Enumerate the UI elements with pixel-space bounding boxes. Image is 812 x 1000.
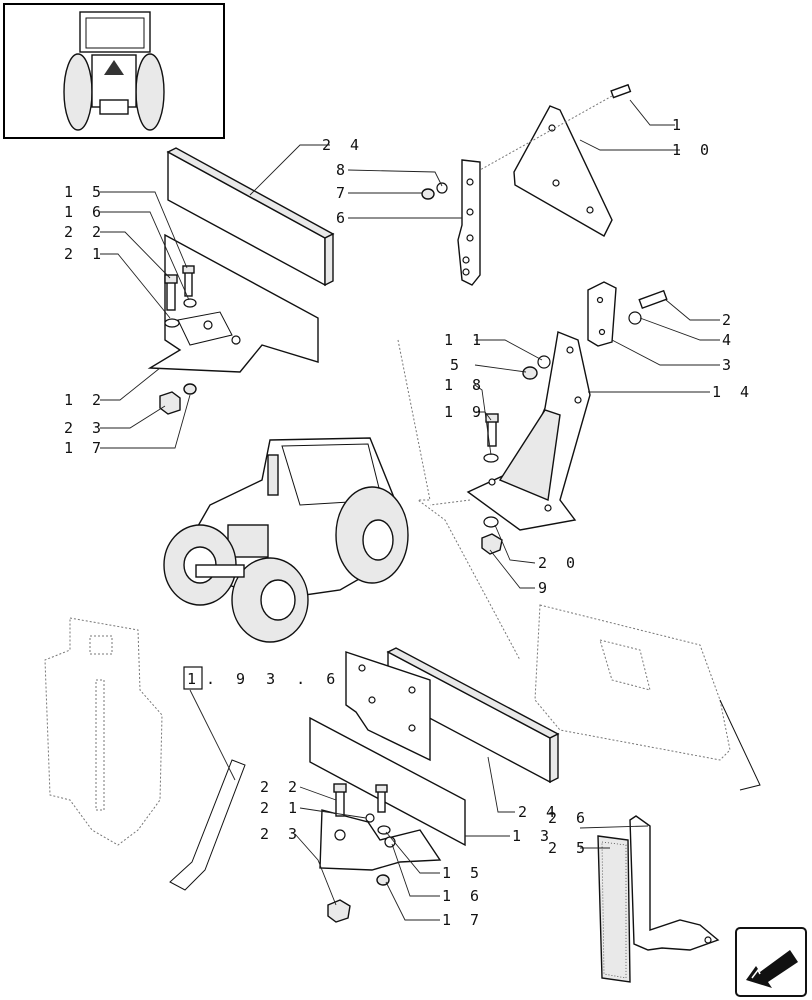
- next-page-arrow-button[interactable]: [735, 927, 807, 997]
- washer-8: [436, 182, 448, 194]
- guide-line-short: [429, 499, 471, 506]
- callout-17-lower: 1 7: [442, 911, 484, 929]
- callout-1: 1: [672, 116, 686, 134]
- callout-18: 1 8: [444, 376, 486, 394]
- callout-21-lower: 2 1: [260, 799, 302, 817]
- bolt-2: [638, 289, 668, 310]
- nut-9: [481, 533, 503, 555]
- callout-25: 2 5: [548, 839, 590, 857]
- tractor-rear-thumbnail[interactable]: [3, 3, 225, 139]
- callout-12: 1 2: [64, 391, 106, 409]
- bolt-15-upper: [182, 265, 195, 297]
- callout-4: 4: [722, 331, 736, 349]
- nut-23-upper: [159, 391, 181, 415]
- callout-26: 2 6: [548, 809, 590, 827]
- side-panel-dotted: [534, 604, 761, 791]
- reflector-plate-24-upper: [166, 147, 335, 287]
- callout-15-lower: 1 5: [442, 864, 484, 882]
- strap-6: [457, 159, 481, 286]
- nut-23-lower: [327, 899, 351, 923]
- section-reference[interactable]: 1 . 9 3 . 6: [183, 666, 341, 690]
- callout-11: 1 1: [444, 331, 486, 349]
- nut-17-upper: [183, 383, 197, 395]
- callout-22-lower: 2 2: [260, 778, 302, 796]
- callout-19: 1 9: [444, 403, 486, 421]
- strut-outline: [169, 759, 246, 891]
- callout-22-upper: 2 2: [64, 223, 106, 241]
- callout-9: 9: [538, 579, 552, 597]
- callout-24-lower: 2 4: [518, 803, 560, 821]
- tractor-illustration: [163, 437, 409, 643]
- reference-boxed: 1: [187, 670, 202, 688]
- triangle-reflector-10: [513, 105, 613, 237]
- callout-5: 5: [450, 356, 464, 374]
- washer-4: [628, 311, 642, 325]
- axis-line-1: [479, 95, 613, 171]
- callout-6: 6: [336, 209, 350, 227]
- callout-10: 1 0: [672, 141, 714, 159]
- support-bracket-14: [466, 331, 591, 531]
- callout-3: 3: [722, 356, 736, 374]
- washer-21-lower: [365, 813, 375, 823]
- guide-line-center: [397, 339, 521, 661]
- bolt-22-upper: [164, 274, 178, 311]
- mount-plate-13: [345, 651, 431, 762]
- bolt-22-lower: [333, 783, 347, 817]
- reference-leader: [189, 689, 236, 781]
- bracket-lower: [319, 809, 442, 871]
- callout-23-lower: 2 3: [260, 825, 302, 843]
- callout-15-upper: 1 5: [64, 183, 106, 201]
- reflector-strip-lower: [309, 716, 466, 847]
- spacer-3: [587, 281, 617, 347]
- callout-14: 1 4: [712, 383, 754, 401]
- washer-16-lower: [377, 825, 391, 835]
- nut-7: [421, 188, 435, 200]
- callout-20: 2 0: [538, 554, 580, 572]
- washer-21-upper: [164, 318, 180, 328]
- callout-23-upper: 2 3: [64, 419, 106, 437]
- callout-leaders: [100, 99, 720, 921]
- callout-16-upper: 1 6: [64, 203, 106, 221]
- callout-13: 1 3: [512, 827, 554, 845]
- washer-11: [537, 355, 551, 369]
- nut-5: [522, 366, 538, 380]
- callout-21-upper: 2 1: [64, 245, 106, 263]
- frame-outline-dotted: [44, 617, 163, 846]
- reference-number: . 9 3 . 6: [206, 670, 341, 688]
- callout-8: 8: [336, 161, 350, 179]
- bolt-15-lower: [375, 784, 388, 813]
- washer-20: [483, 516, 499, 528]
- callout-7: 7: [336, 184, 350, 202]
- callout-17-upper: 1 7: [64, 439, 106, 457]
- callout-16-lower: 1 6: [442, 887, 484, 905]
- reflector-25: [597, 835, 631, 983]
- screw-1: [610, 83, 632, 99]
- callout-24-upper: 2 4: [322, 136, 364, 154]
- washer-16-upper: [183, 298, 197, 308]
- callout-2: 2: [722, 311, 736, 329]
- callout-numbers: 1 1 0 2 4 8 7 6 1 5 1 6 2 2 2 1 2 4 3 1 …: [64, 116, 754, 929]
- bracket-26: [629, 815, 720, 951]
- washer-18: [483, 453, 499, 463]
